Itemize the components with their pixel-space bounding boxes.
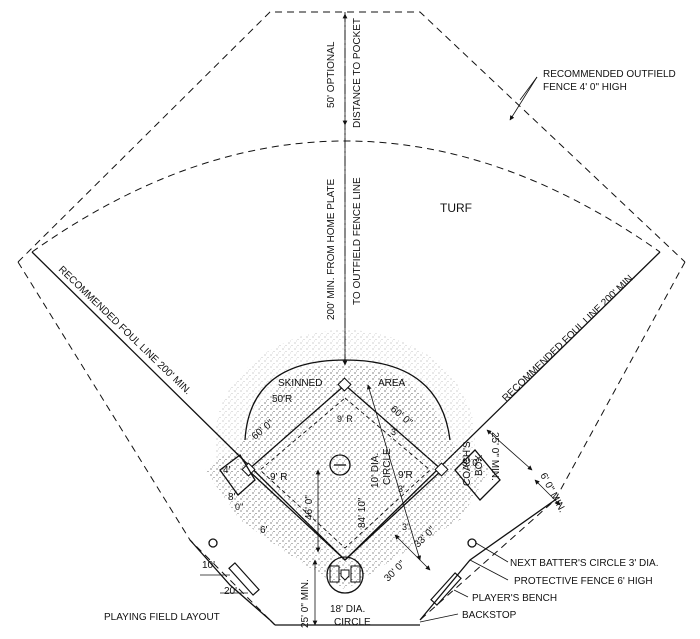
label-10: 10' <box>202 560 215 571</box>
label-10-dia: 10' DIA. <box>370 453 381 488</box>
label-6-min: 6' 0" MIN. <box>537 471 567 514</box>
label-3-low: 3' <box>402 522 409 532</box>
skinned-arc <box>244 359 451 441</box>
label-25-min-right: 25' 0" MIN. <box>489 432 500 481</box>
outfield-side-right <box>419 261 686 621</box>
second-base <box>337 377 352 392</box>
label-6-left: 6' <box>260 525 268 536</box>
label-distance-to-pocket: DISTANCE TO POCKET <box>352 18 363 128</box>
outfield-fence-arc <box>31 140 661 253</box>
batters-box-left <box>329 565 340 583</box>
label-3-top: 3' <box>391 427 398 437</box>
leader-outfield-1 <box>509 76 538 121</box>
next-batter-circle-right <box>467 538 477 548</box>
home-circle <box>326 556 364 594</box>
label-backstop: BACKSTOP <box>462 610 517 621</box>
label-18-dia: 18' DIA. <box>330 604 365 615</box>
label-playing-field-layout: PLAYING FIELD LAYOUT <box>104 612 220 623</box>
batters-box-right <box>350 565 361 583</box>
label-optional-50: 50' OPTIONAL <box>326 41 337 108</box>
label-25-min-bottom: 25' 0" MIN. <box>300 579 311 628</box>
label-min-from-home: 200' MIN. FROM HOME PLATE <box>326 178 337 320</box>
base-diamond-inner <box>259 397 431 549</box>
first-base <box>434 462 449 477</box>
dim-6-right-line <box>534 479 561 506</box>
protective-fence-left <box>189 539 271 621</box>
label-foul-line-left: RECOMMENDED FOUL LINE 200' MIN. <box>56 264 193 397</box>
coach-box-left <box>219 454 256 496</box>
label-fence-height: FENCE 4' 0" HIGH <box>543 82 627 93</box>
leader-protective-fence <box>469 559 509 581</box>
dim-30-line <box>394 534 431 571</box>
next-batter-circle-left <box>208 538 218 548</box>
label-recommended-outfield: RECOMMENDED OUTFIELD <box>543 69 676 80</box>
foul-line-left <box>31 251 346 561</box>
label-protective-fence: PROTECTIVE FENCE 6' HIGH <box>514 576 653 587</box>
label-area: AREA <box>378 378 406 389</box>
label-players-bench: PLAYER'S BENCH <box>472 593 557 604</box>
leader-next-batter <box>475 542 509 563</box>
label-20: 20' <box>224 586 237 597</box>
leader-outfield-2 <box>519 76 538 101</box>
label-3-mid: 3' <box>398 484 405 494</box>
backstop-left <box>269 619 276 626</box>
home-plate <box>340 569 350 581</box>
label-r50: 50'R <box>272 394 292 405</box>
leader-bench <box>453 589 469 598</box>
leader-backstop <box>419 613 459 623</box>
label-0: 0" <box>235 502 243 512</box>
label-turf: TURF <box>440 201 472 215</box>
outfield-fence-outer <box>17 11 686 263</box>
dim-25-right-line <box>486 429 533 471</box>
label-18-circle: CIRCLE <box>334 617 371 628</box>
label-46: 46' 0" <box>304 495 315 520</box>
label-r9-right: 9'R <box>398 470 413 481</box>
dim-84-line <box>366 384 422 561</box>
label-skinned: SKINNED <box>278 378 322 389</box>
label-next-batter: NEXT BATTER'S CIRCLE 3' DIA. <box>510 558 658 569</box>
label-84: 84' 10" <box>357 497 368 528</box>
label-r9-left: 9' R <box>270 472 287 483</box>
label-4: 4' <box>223 465 231 476</box>
label-8: 8' <box>228 492 236 503</box>
pitchers-circle <box>329 454 351 476</box>
label-r9-top: 9' R <box>337 414 353 424</box>
label-coaches: COACH'S <box>462 441 473 486</box>
players-bench-right <box>430 572 462 606</box>
label-foul-line-right: RECOMMENDED FOUL LINE 200' MIN. <box>500 271 637 404</box>
label-box: BOX <box>474 455 485 476</box>
players-bench-left <box>228 562 260 596</box>
label-3-0: 3' 0" <box>462 458 482 469</box>
coach-box-right <box>454 449 501 501</box>
label-to-outfield-fence: TO OUTFIELD FENCE LINE <box>352 177 363 305</box>
label-10-circle: CIRCLE <box>382 448 393 485</box>
